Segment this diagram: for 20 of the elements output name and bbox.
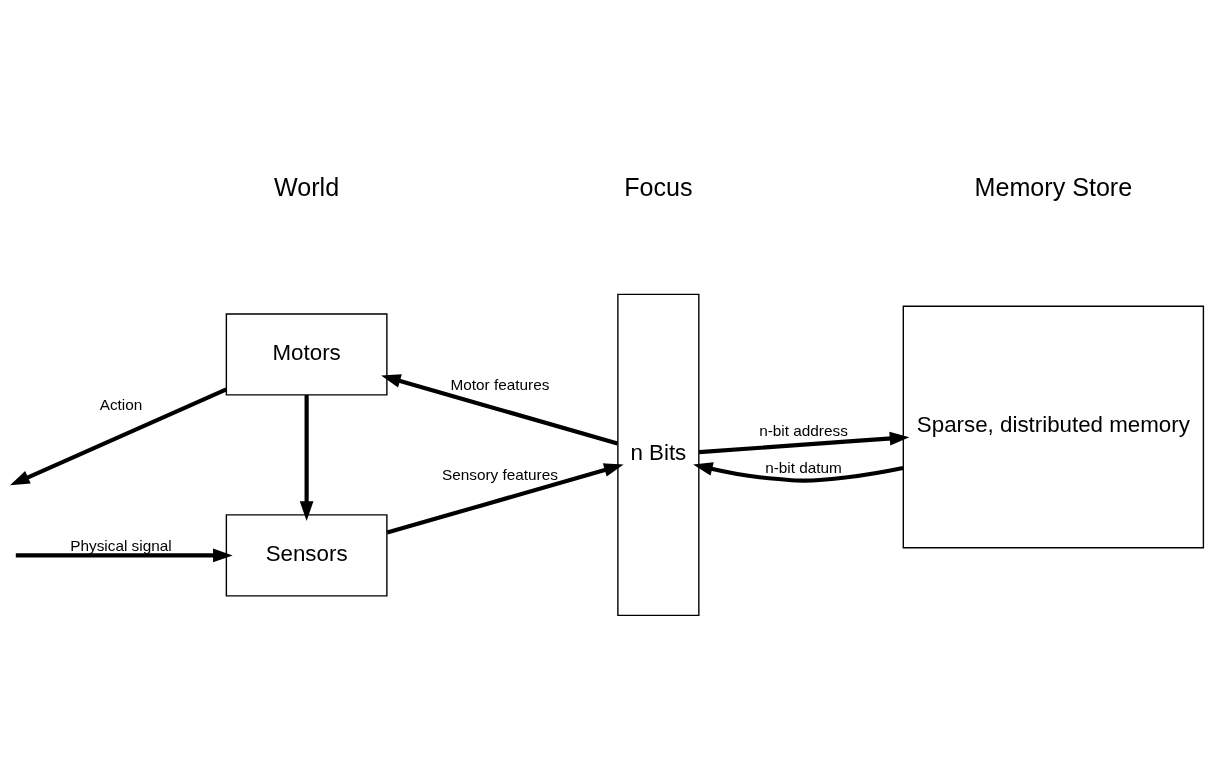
arrow	[299, 394, 314, 521]
arrow	[693, 461, 904, 483]
node-box: Motors	[225, 312, 388, 396]
edge-label: Action	[99, 395, 143, 413]
node-box: Sensors	[225, 513, 388, 597]
label: Focus	[624, 172, 693, 201]
node-box: Sparse, distributed memory	[902, 305, 1205, 548]
edge-label: Sensory features	[441, 465, 558, 483]
edge-label: n-bit address	[759, 421, 848, 439]
arrow	[15, 548, 233, 562]
node-box: n Bits	[617, 293, 700, 616]
arrow	[699, 431, 910, 454]
edge-label: Motor features	[450, 375, 550, 393]
arrow	[10, 387, 228, 485]
arrow	[386, 462, 624, 535]
label: Memory Store	[974, 172, 1133, 201]
label: World	[274, 172, 340, 201]
edge-label: Physical signal	[70, 536, 172, 554]
edge-label: n-bit datum	[765, 458, 842, 476]
arrow	[381, 373, 619, 446]
